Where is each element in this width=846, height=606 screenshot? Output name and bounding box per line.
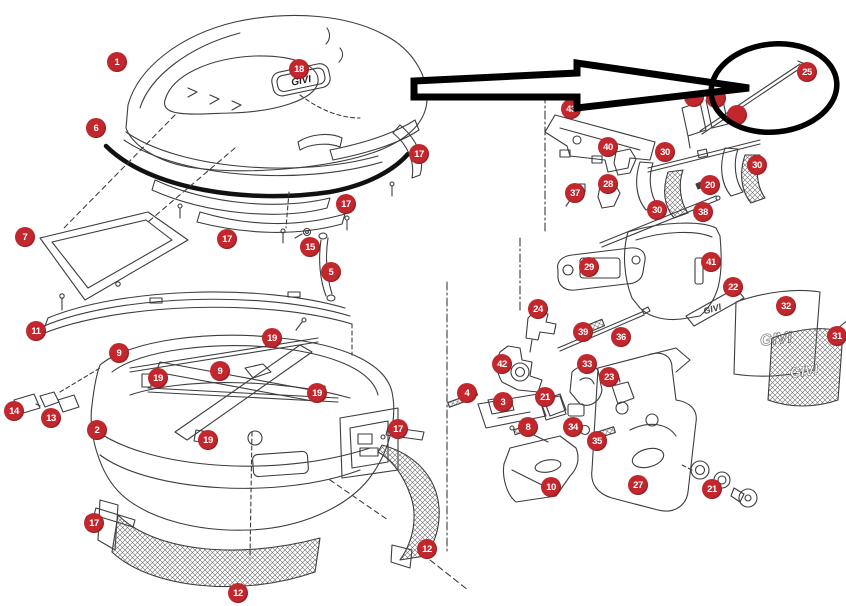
reflector-logo: GIVI — [789, 361, 820, 380]
rod-36-39 — [557, 306, 651, 352]
latch-badge-logo: GIVI — [702, 302, 723, 317]
latch-badge-22: GIVI — [685, 287, 745, 327]
trim-strips-17 — [151, 119, 423, 244]
lid-badge-18: GIVI — [271, 63, 331, 97]
strap-5 — [318, 232, 336, 302]
upper-bracket — [681, 95, 729, 149]
reflector-31: GIVI — [767, 318, 846, 407]
document-tray-7 — [39, 114, 236, 311]
lid-part-1 — [123, 14, 428, 177]
side-reflector-12 — [377, 426, 469, 591]
ball-34 — [579, 424, 591, 436]
roller-frame-30 — [636, 139, 766, 219]
front-reflector-12 — [85, 499, 321, 588]
screw-15 — [294, 227, 312, 239]
wedges-40-28-37 — [565, 148, 637, 209]
spring-35 — [594, 426, 616, 439]
lock-cover-27 — [591, 347, 697, 512]
cam-23 — [611, 373, 635, 415]
slider-10 — [502, 435, 579, 503]
rod-38 — [599, 195, 721, 248]
seal-part-6 — [103, 143, 411, 199]
rods-9-and-clips-19 — [129, 317, 339, 444]
springs-4 — [447, 389, 479, 408]
lock-plates-13-14 — [13, 367, 101, 415]
rim-frame-11 — [41, 291, 353, 356]
bracket-24 — [525, 311, 557, 353]
base-box-2 — [90, 334, 399, 559]
spring-screw-8 — [509, 425, 549, 443]
latch-29 — [557, 247, 646, 291]
bracket-42 — [496, 345, 543, 393]
lock-housing-3 — [477, 393, 567, 429]
projection-lines — [446, 94, 546, 553]
bracket-43 — [544, 114, 656, 173]
key-cylinder-21 — [679, 460, 758, 508]
